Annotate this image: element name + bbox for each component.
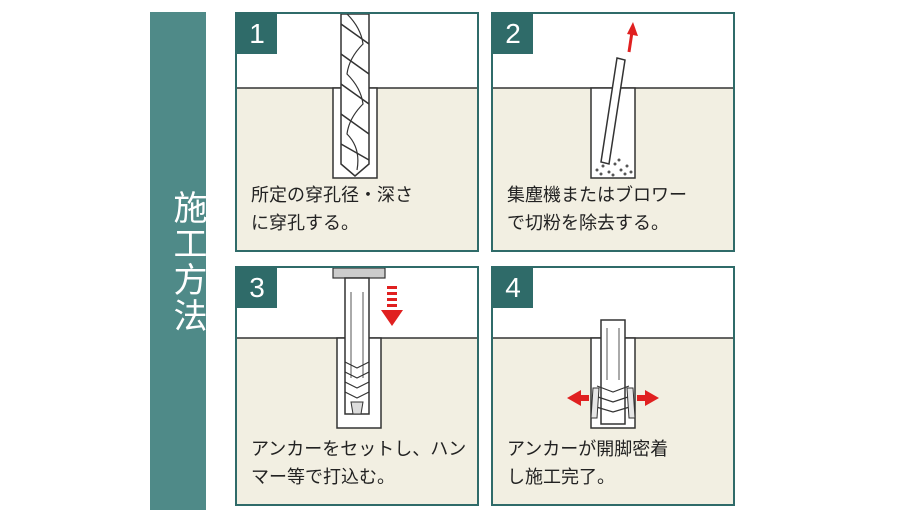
step-1-panel: 1 所定の穿孔径・深さ に穿孔する。: [235, 12, 479, 252]
step-number-badge: 4: [493, 268, 533, 308]
sidebar-title-bar: 施工方法: [150, 12, 207, 510]
arrow-down-icon: [381, 286, 403, 326]
anchor-icon: [344, 277, 370, 415]
step-caption: アンカーをセットし、ハン マー等で打込む。: [251, 439, 467, 488]
step-number-badge: 2: [493, 14, 533, 54]
blower-nozzle-icon: [600, 57, 626, 165]
step-caption: アンカーが開脚密着 し施工完了。: [507, 439, 669, 488]
step-caption: 所定の穿孔径・深さ に穿孔する。: [251, 185, 413, 234]
anchor-icon: [590, 319, 636, 425]
step-2-panel: 2 集塵機またはブロワー で切粉を除去する。: [491, 12, 735, 252]
arrow-left-icon: [567, 390, 589, 406]
arrow-right-icon: [637, 390, 659, 406]
anchor-setting-illustration: [237, 268, 477, 504]
step-number-badge: 3: [237, 268, 277, 308]
anchor-expanded-illustration: [493, 319, 733, 504]
drilling-illustration: [237, 14, 477, 250]
arrow-up-icon: [627, 22, 638, 53]
step-3-panel: 3 アンカーをセットし、ハン マー等で打込む。: [235, 266, 479, 506]
page-title: 施工方法: [167, 190, 207, 334]
step-4-panel: 4 アンカーが開脚密着 し施工完了。: [491, 266, 735, 506]
step-caption: 集塵機またはブロワー で切粉を除去する。: [507, 185, 687, 234]
dust-removal-illustration: [493, 22, 733, 250]
drill-bit-icon: [340, 14, 370, 177]
step-number-badge: 1: [237, 14, 277, 54]
